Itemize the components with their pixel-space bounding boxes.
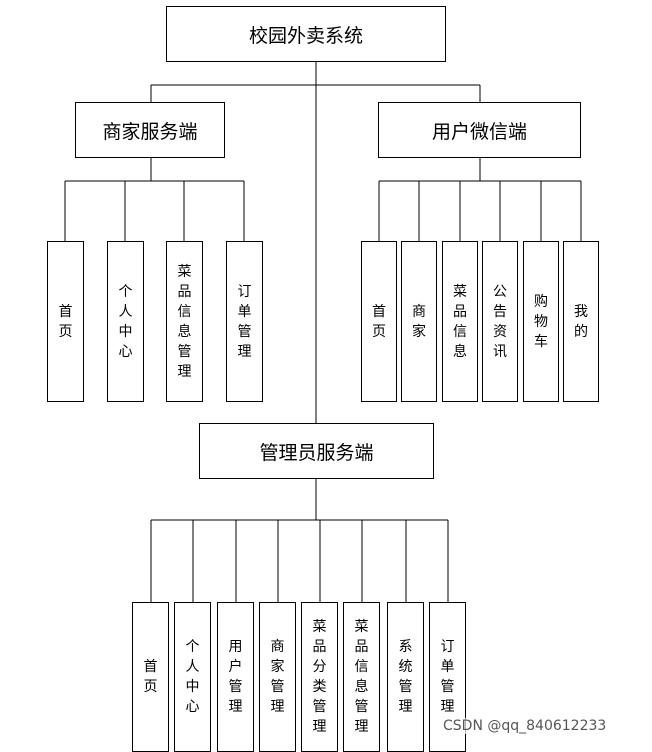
admin-item-label: 订单管理	[440, 639, 455, 715]
admin-item: 系统管理	[387, 602, 424, 752]
merchant-item: 菜品信息管理	[166, 241, 203, 402]
merchant-label: 商家服务端	[102, 120, 198, 143]
root-label: 校园外卖系统	[248, 24, 363, 47]
root-node: 校园外卖系统	[166, 6, 446, 62]
admin-item-label: 商家管理	[270, 639, 285, 715]
admin-item-label: 菜品分类管理	[312, 619, 327, 735]
user-item-label: 商家	[412, 303, 426, 340]
user-item: 首页	[361, 241, 397, 402]
user-item: 商家	[401, 241, 437, 402]
user-label: 用户微信端	[431, 120, 527, 143]
merchant-item-label: 菜品信息管理	[177, 263, 192, 380]
admin-item-label: 首页	[143, 659, 158, 695]
admin-item-label: 菜品信息管理	[354, 619, 369, 735]
user-item: 菜品信息	[442, 241, 478, 402]
user-item-label: 我的	[574, 303, 588, 340]
merchant-node: 商家服务端	[75, 102, 225, 158]
merchant-item: 订单管理	[226, 241, 263, 402]
admin-item-label: 个人中心	[185, 639, 200, 715]
user-item-label: 公告资讯	[493, 283, 507, 360]
admin-item-label: 系统管理	[398, 639, 413, 715]
merchant-item-label: 订单管理	[237, 283, 252, 360]
user-item: 购物车	[523, 241, 559, 402]
admin-item: 用户管理	[217, 602, 254, 752]
user-node: 用户微信端	[378, 102, 581, 158]
merchant-item-label: 首页	[58, 303, 73, 340]
merchant-item-label: 个人中心	[118, 283, 133, 360]
admin-item: 商家管理	[259, 602, 296, 752]
merchant-item: 个人中心	[107, 241, 144, 402]
admin-node: 管理员服务端	[199, 423, 434, 479]
user-item-label: 首页	[372, 303, 386, 340]
merchant-item: 首页	[47, 241, 84, 402]
admin-label: 管理员服务端	[259, 441, 374, 464]
admin-item: 菜品信息管理	[343, 602, 380, 752]
admin-item-label: 用户管理	[228, 639, 243, 715]
user-item-label: 购物车	[534, 293, 548, 350]
admin-item: 首页	[132, 602, 169, 752]
user-item: 公告资讯	[482, 241, 518, 402]
watermark-text: CSDN @qq_840612233	[443, 718, 607, 734]
admin-item: 菜品分类管理	[301, 602, 338, 752]
user-item: 我的	[563, 241, 599, 402]
admin-item: 个人中心	[174, 602, 211, 752]
user-item-label: 菜品信息	[453, 283, 467, 360]
